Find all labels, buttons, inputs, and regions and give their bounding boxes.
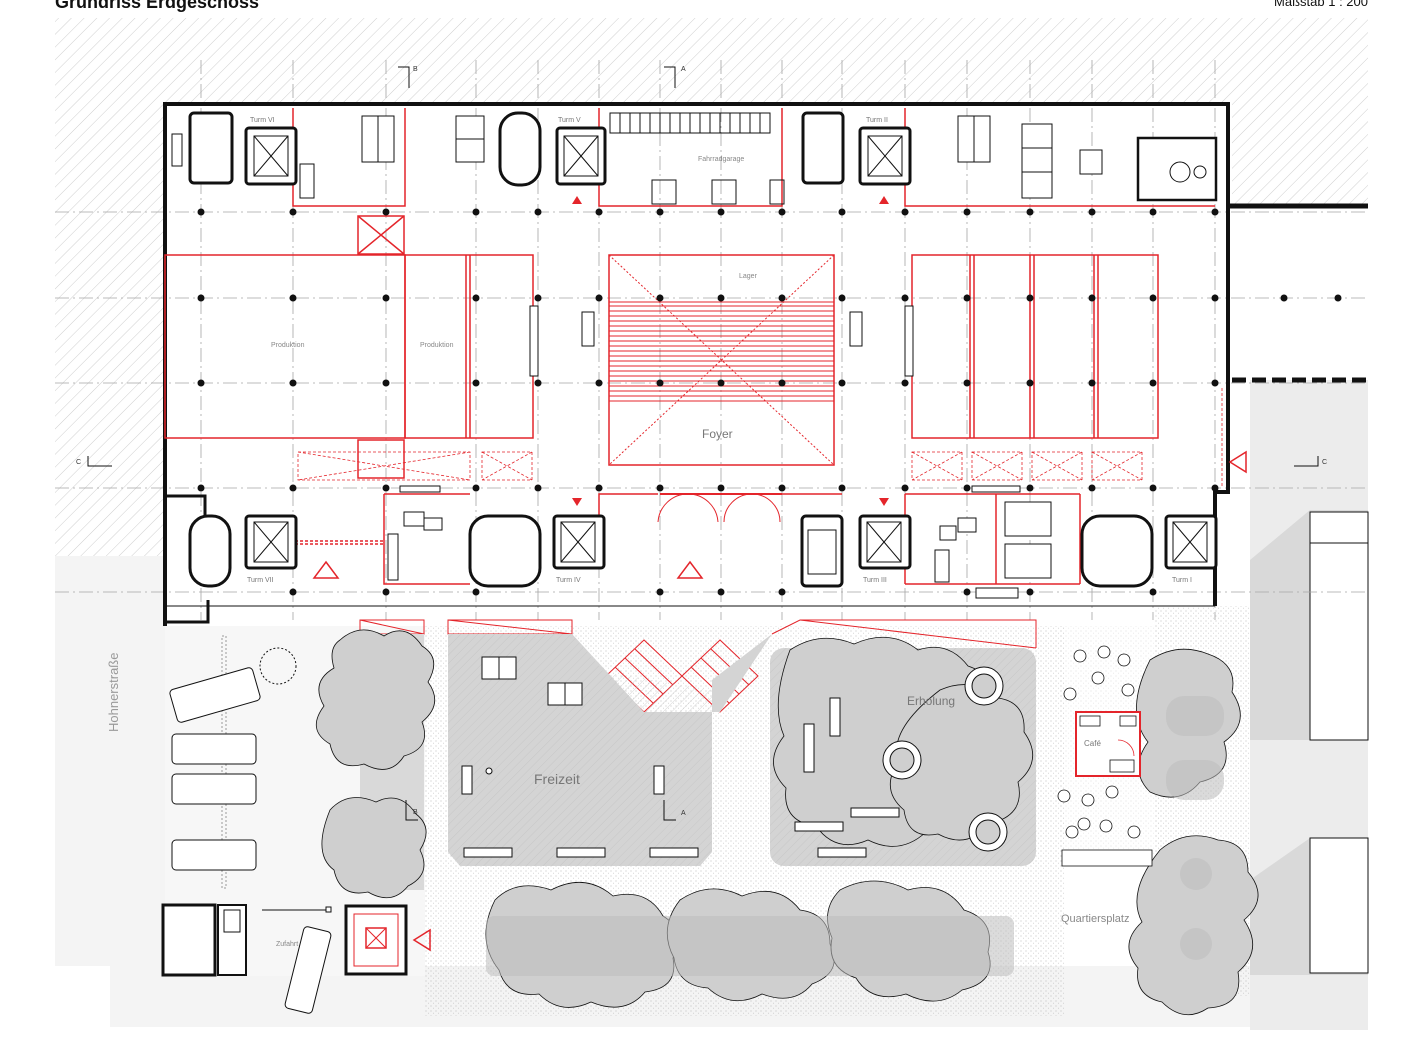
turm-1-label: Turm I <box>1172 577 1192 584</box>
cafe-kiosk <box>1075 711 1141 777</box>
zufahrt-label: Zufahrt <box>276 941 298 948</box>
section-label-b-bottom: B <box>413 809 418 816</box>
plan-labels: B A B A C C Turm VI Turm V Turm II Turm … <box>76 66 1327 948</box>
produktion-2-label: Produktion <box>420 342 454 349</box>
street-label: Hohnerstraße <box>106 653 121 732</box>
produktion-1-label: Produktion <box>271 342 305 349</box>
tree-canopy-overlay <box>486 696 1224 976</box>
tower-cores <box>188 111 1218 588</box>
turm-5-label: Turm V <box>558 117 581 124</box>
turm-6-label: Turm VI <box>250 117 275 124</box>
erholung-label: Erholung <box>907 694 955 708</box>
foyer-label: Foyer <box>702 427 733 441</box>
section-marks <box>87 66 1319 821</box>
bike-racks <box>609 112 785 205</box>
columns <box>197 208 1342 596</box>
outer-walls <box>163 102 1232 626</box>
section-label-a-bottom: A <box>681 810 686 817</box>
turm-7-label: Turm VII <box>247 577 274 584</box>
scale-label: Maßstab 1 : 200 <box>1274 0 1368 9</box>
neighbour-hatch <box>55 18 1368 626</box>
neighbour-buildings <box>1232 203 1369 975</box>
foyer-doors <box>657 493 782 523</box>
lager-label: Lager <box>739 273 758 280</box>
turm-3-label: Turm III <box>863 577 887 584</box>
section-label-a-top: A <box>681 66 686 73</box>
turm-4-label: Turm IV <box>556 577 581 584</box>
cafe-tables <box>1057 645 1153 867</box>
cafe-label: Café <box>1084 739 1101 748</box>
entrance-markers <box>312 196 1247 952</box>
parking <box>169 635 332 1014</box>
section-label-b-top: B <box>413 66 418 73</box>
sw-structures <box>161 903 408 977</box>
quartiersplatz-label: Quartiersplatz <box>1061 913 1129 925</box>
section-label-c-left: C <box>76 459 81 466</box>
deck-benches <box>461 656 1008 858</box>
fahrradgarage-label: Fahrradgarage <box>698 156 744 163</box>
page-title: Grundriss Erdgeschoss <box>55 0 260 12</box>
freizeit-label: Freizeit <box>534 771 580 787</box>
furniture <box>171 115 1218 599</box>
overhead-voids <box>297 388 1223 488</box>
building-interior <box>165 104 1228 606</box>
turm-2-label: Turm II <box>866 117 888 124</box>
section-label-c-right: C <box>1322 459 1327 466</box>
